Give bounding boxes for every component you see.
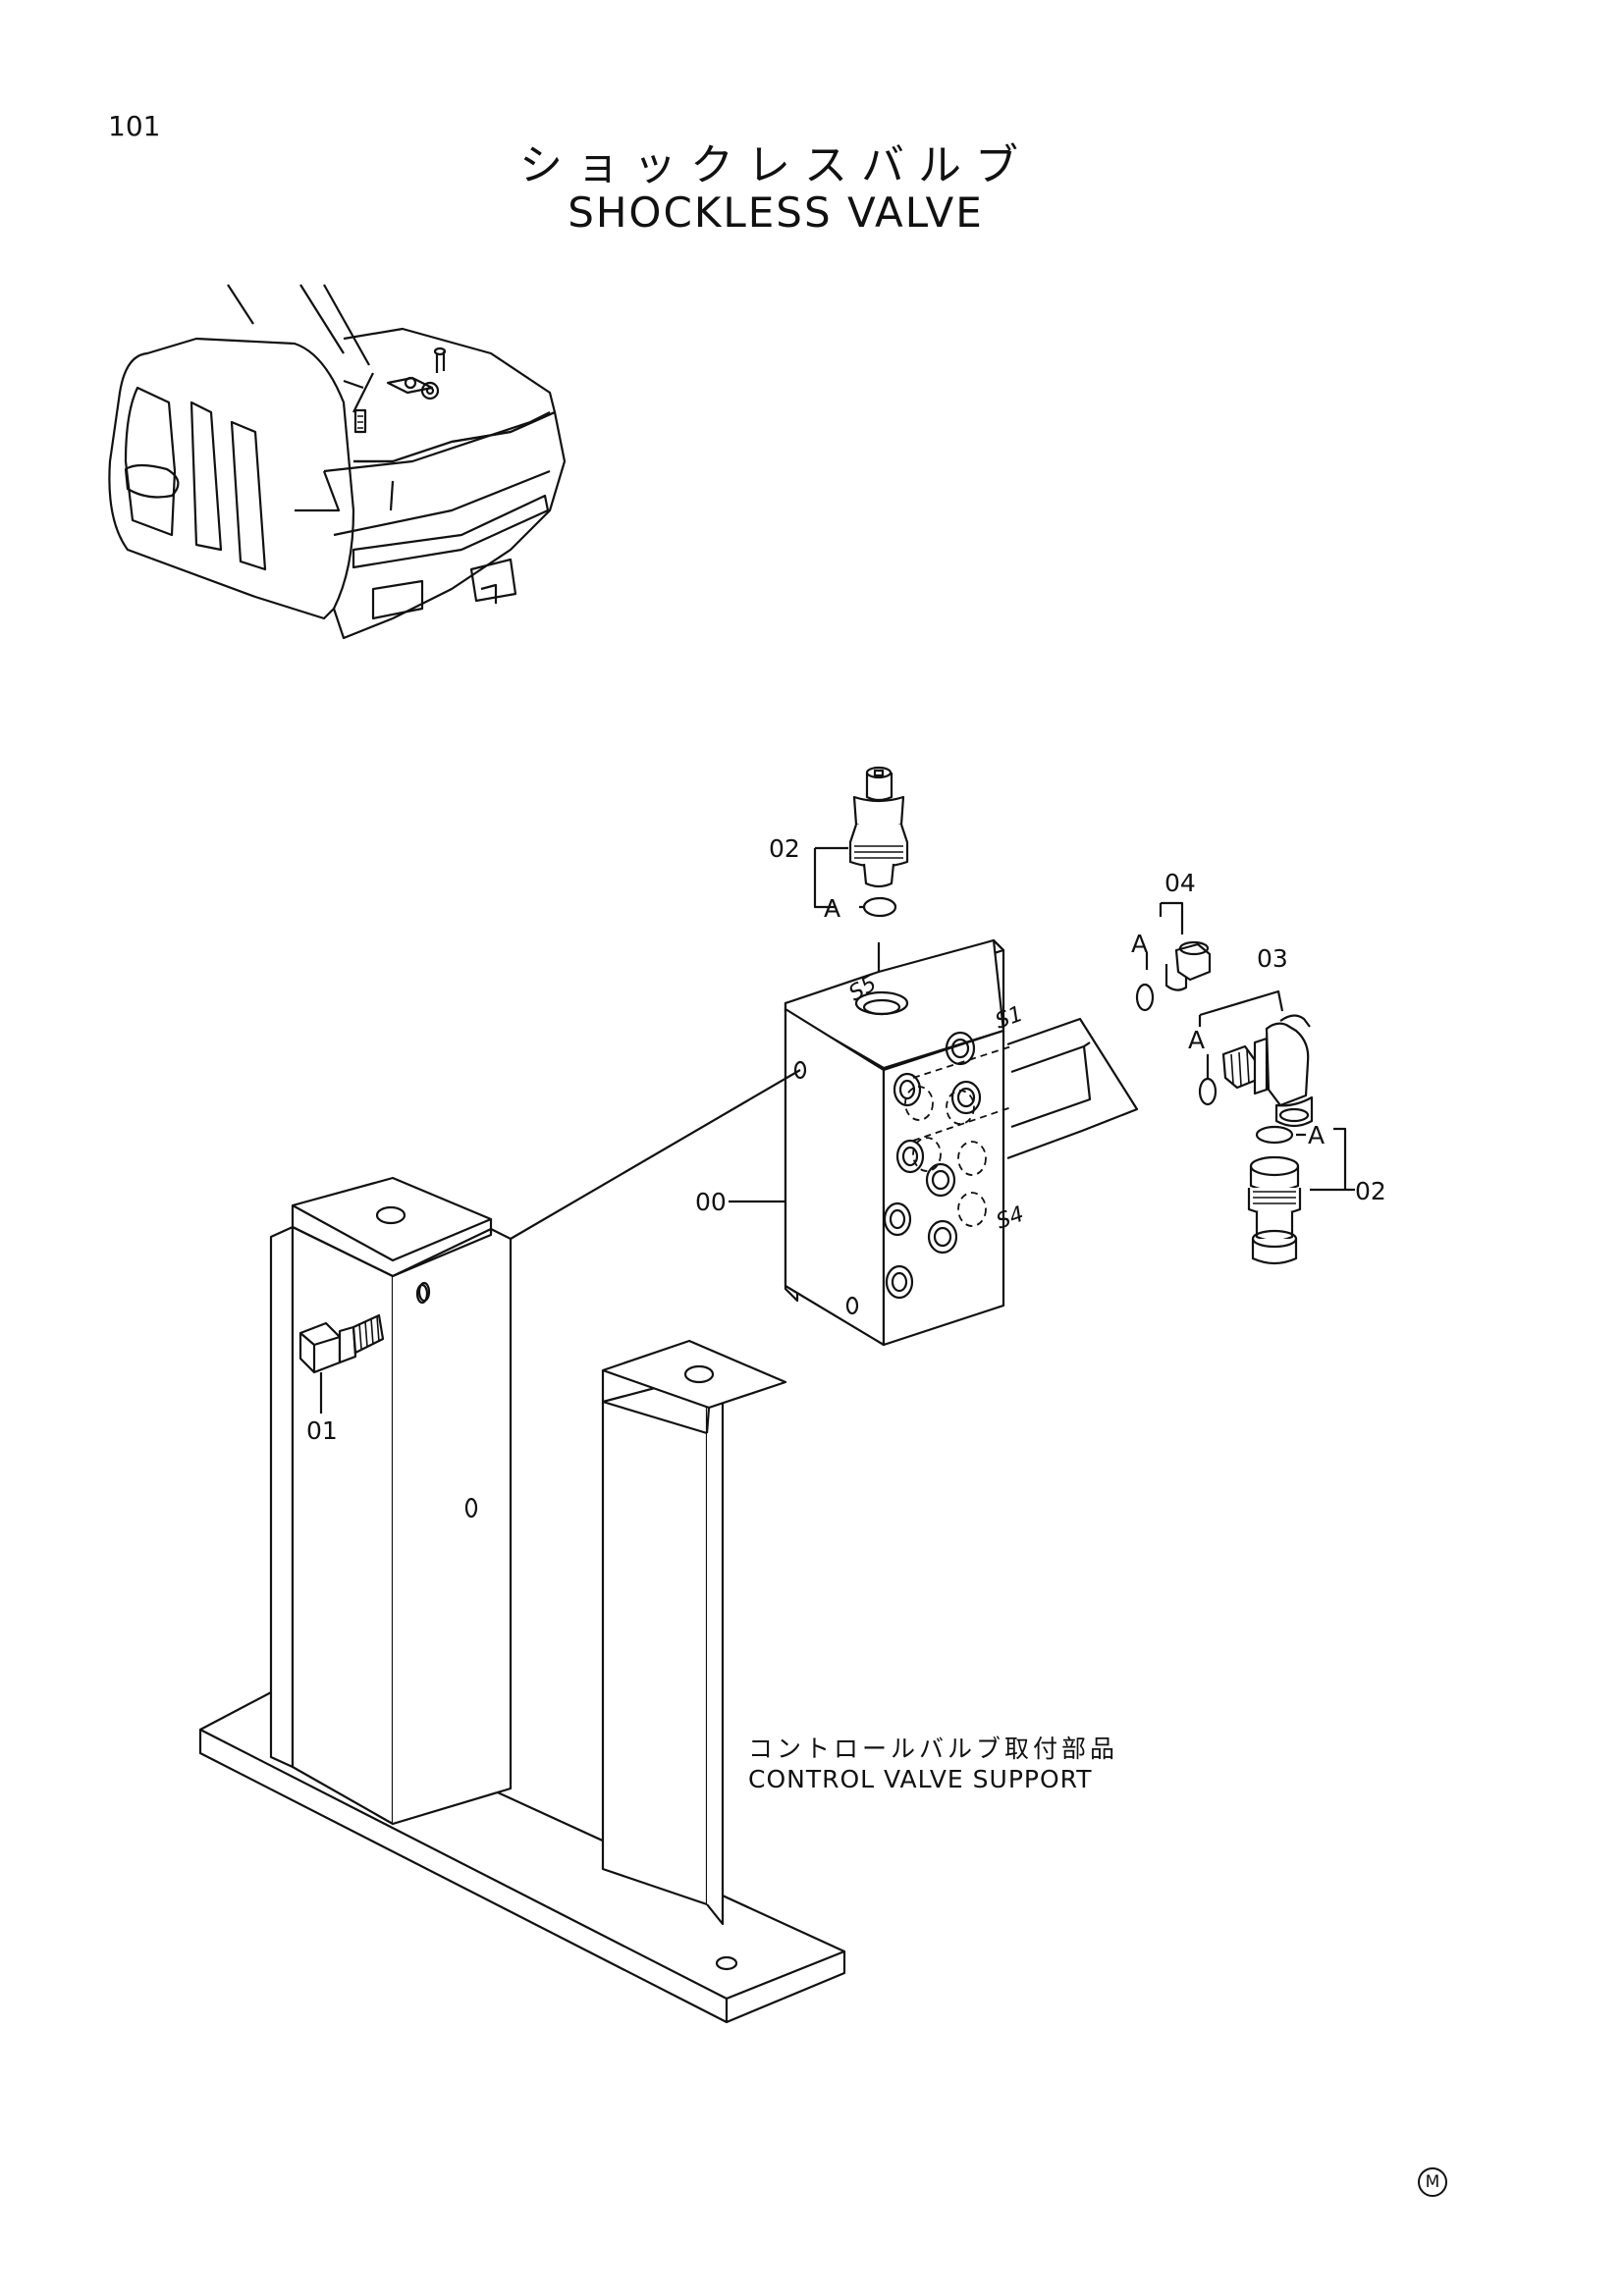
callout-leader-plug xyxy=(1145,901,1184,970)
plug xyxy=(1164,940,1212,991)
bolt xyxy=(298,1283,429,1374)
o-ring-top xyxy=(862,896,897,918)
callout-label-a1: A xyxy=(824,894,840,923)
page-number: 101 xyxy=(108,110,161,142)
callout-leader-right xyxy=(1296,1127,1355,1192)
elbow-fitting xyxy=(1221,1014,1314,1128)
control-valve-support xyxy=(198,1176,846,2024)
relief-valve-right xyxy=(1247,1155,1302,1265)
relief-valve-top xyxy=(848,766,909,1011)
o-ring-right xyxy=(1255,1125,1294,1145)
page-title-en: SHOCKLESS VALVE xyxy=(568,188,984,237)
callout-label-relief-top: 02 xyxy=(769,834,800,863)
callout-leader-top xyxy=(813,846,864,909)
support-label-en: CONTROL VALVE SUPPORT xyxy=(748,1765,1093,1793)
callout-label-a4: A xyxy=(1308,1121,1325,1149)
mounting-line xyxy=(510,1069,801,1240)
o-ring-plug xyxy=(1135,983,1155,1012)
support-label-jp: コントロールバルブ取付部品 xyxy=(748,1735,1119,1763)
callout-label-relief-right: 02 xyxy=(1355,1177,1386,1205)
callout-label-elbow: 03 xyxy=(1257,944,1288,973)
callout-leader-elbow xyxy=(1198,989,1284,1078)
valve-block xyxy=(784,938,1139,1347)
callout-label-block: 00 xyxy=(695,1188,727,1216)
callout-label-bolt: 01 xyxy=(306,1416,338,1445)
footer-mark: M xyxy=(1418,2167,1447,2197)
o-ring-elbow xyxy=(1198,1077,1218,1106)
callout-label-plug: 04 xyxy=(1164,869,1196,897)
excavator-overview xyxy=(108,284,567,640)
callout-label-a3: A xyxy=(1188,1026,1205,1054)
page-title-jp: ショックレスバルブ xyxy=(519,140,1032,190)
callout-label-a2: A xyxy=(1131,930,1148,958)
